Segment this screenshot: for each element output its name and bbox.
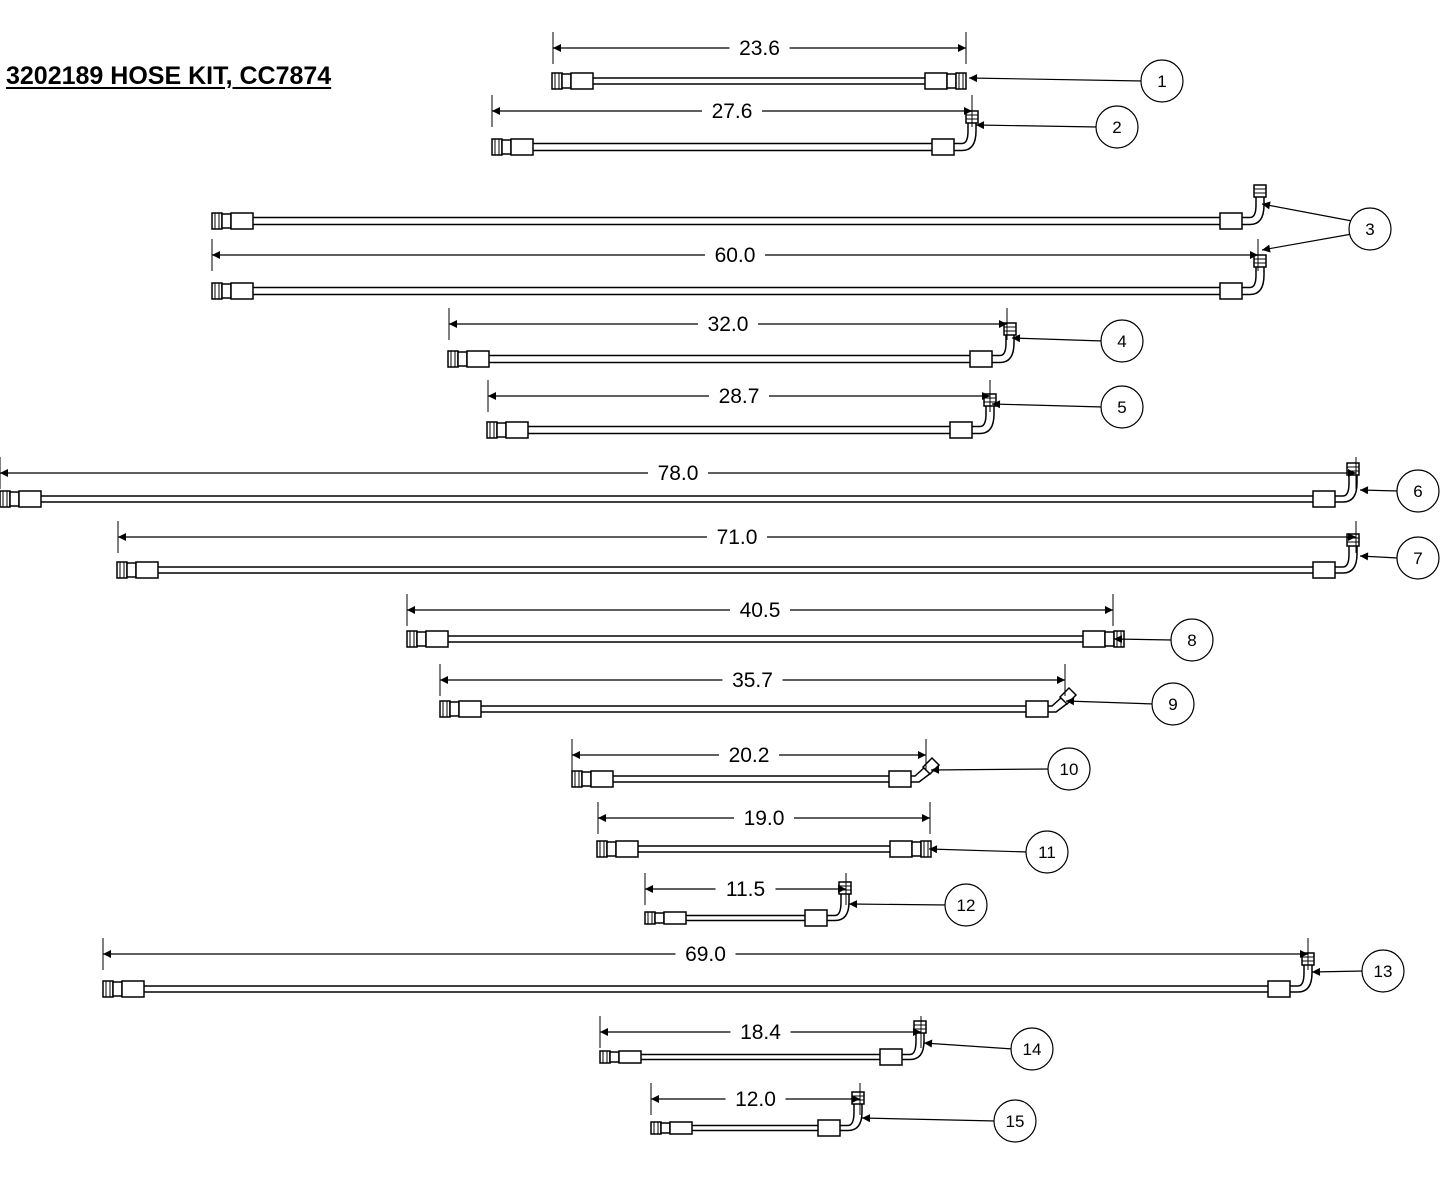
- item-number: 3: [1365, 220, 1374, 239]
- item-number: 1: [1157, 72, 1166, 91]
- dimension-10: 20.2: [571, 739, 927, 771]
- dimension-6: 78.0: [0, 457, 1357, 489]
- item-balloon-14: 14: [923, 1027, 1054, 1071]
- item-balloon-6: 6: [1359, 469, 1440, 513]
- item-balloon-9: 9: [1065, 682, 1195, 726]
- dimension-13: 69.0: [102, 938, 1309, 970]
- dimension-label: 71.0: [717, 526, 758, 549]
- item-balloon-11: 11: [928, 830, 1069, 874]
- dimension-label: 19.0: [744, 807, 785, 830]
- item-balloon-1: 1: [968, 59, 1184, 103]
- dimension-label: 20.2: [729, 744, 770, 767]
- item-balloon-5: 5: [991, 385, 1144, 429]
- dimension-label: 40.5: [740, 599, 781, 622]
- hose-15: [650, 1091, 865, 1137]
- dimension-label: 27.6: [712, 100, 753, 123]
- dimension-12: 11.5: [644, 873, 847, 905]
- hose-14: [599, 1020, 927, 1066]
- dimension-label: 28.7: [719, 385, 760, 408]
- item-number: 6: [1413, 482, 1422, 501]
- dimension-label: 32.0: [708, 313, 749, 336]
- item-balloon-15: 15: [861, 1099, 1037, 1143]
- dimension-15: 12.0: [650, 1083, 861, 1115]
- item-balloon-13: 13: [1311, 949, 1405, 993]
- dimension-label: 11.5: [726, 878, 765, 901]
- item-number: 5: [1117, 398, 1126, 417]
- item-number: 10: [1060, 760, 1079, 779]
- dimension-label: 60.0: [715, 244, 756, 267]
- item-number: 9: [1168, 695, 1177, 714]
- dimension-label: 23.6: [739, 37, 780, 60]
- hose-13: [102, 952, 1315, 998]
- dimension-4: 32.0: [448, 308, 1008, 340]
- hoses-layer: [0, 72, 1360, 1137]
- hose-8: [406, 630, 1125, 648]
- item-balloon-4: 4: [1011, 319, 1144, 363]
- dimension-7: 71.0: [117, 521, 1357, 553]
- item-number: 11: [1038, 843, 1056, 862]
- item-balloon-10: 10: [930, 747, 1091, 791]
- hose-5: [486, 393, 997, 439]
- item-number: 12: [957, 896, 976, 915]
- item-balloon-3: 3: [1261, 201, 1392, 253]
- item-number: 2: [1112, 118, 1121, 137]
- page-title: 3202189 HOSE KIT, CC7874: [6, 62, 332, 90]
- dimension-1: 23.6: [552, 32, 967, 64]
- hose-7: [116, 533, 1360, 579]
- item-number: 7: [1413, 549, 1422, 568]
- dimension-label: 78.0: [658, 462, 699, 485]
- item-balloon-8: 8: [1113, 618, 1214, 662]
- hose-9: [439, 686, 1078, 718]
- hose-10: [571, 756, 941, 788]
- dimension-14: 18.4: [599, 1016, 922, 1048]
- item-balloon-12: 12: [848, 883, 988, 927]
- dimension-8: 40.5: [406, 594, 1114, 626]
- hose-3: [211, 184, 1267, 300]
- item-number: 8: [1187, 631, 1196, 650]
- hose-4: [447, 322, 1017, 368]
- hose-11: [596, 840, 932, 858]
- dimension-9: 35.7: [439, 664, 1066, 696]
- dimension-11: 19.0: [597, 802, 931, 834]
- dimension-label: 12.0: [735, 1088, 776, 1111]
- dimension-label: 35.7: [732, 669, 773, 692]
- item-number: 14: [1023, 1040, 1042, 1059]
- hose-1: [551, 72, 967, 90]
- item-balloon-2: 2: [975, 105, 1139, 149]
- item-balloon-7: 7: [1359, 536, 1440, 580]
- hose-12: [644, 881, 852, 927]
- hose-6: [0, 462, 1360, 508]
- dimension-label: 69.0: [685, 943, 726, 966]
- item-number: 15: [1006, 1112, 1025, 1131]
- item-number: 4: [1117, 332, 1126, 351]
- dimension-3: 60.0: [211, 239, 1259, 271]
- dimension-5: 28.7: [487, 380, 991, 412]
- dimensions-layer: 23.6 27.6 60.0 32.0 28.7 78.0 71.0 40.5 35.7 20.2…: [0, 32, 1357, 1115]
- item-number: 13: [1374, 962, 1393, 981]
- dimension-2: 27.6: [491, 95, 973, 127]
- dimension-label: 18.4: [740, 1021, 781, 1044]
